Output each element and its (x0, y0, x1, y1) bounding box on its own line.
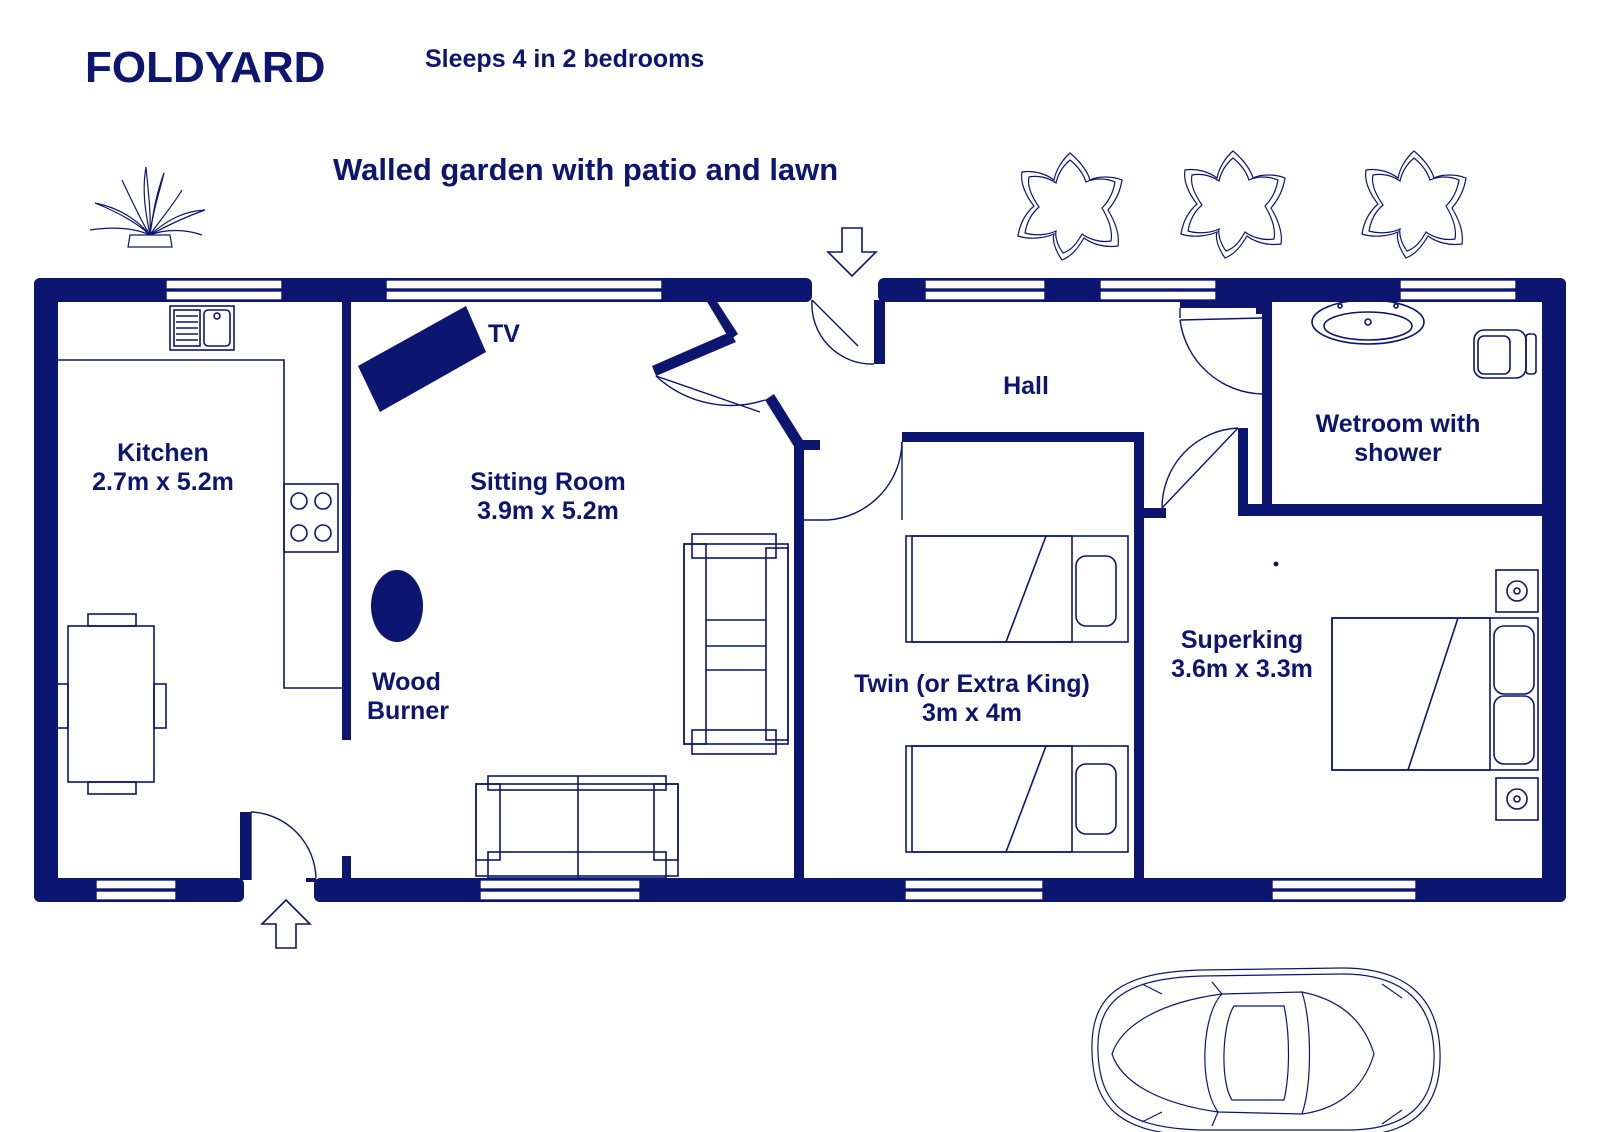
bed-icon (905, 745, 1129, 853)
kitchen-front-door (250, 811, 317, 880)
wood-burner-icon (371, 570, 423, 642)
plant-icon (89, 166, 206, 248)
wood-burner-label: Wood (372, 668, 441, 696)
front-door-top (811, 299, 875, 365)
window-top (165, 279, 1517, 301)
superking-door (1161, 427, 1239, 509)
garden-label: Walled garden with patio and lawn (333, 152, 838, 187)
table-icon (55, 613, 167, 795)
flower-icon (1017, 152, 1123, 261)
toilet-icon (1473, 329, 1537, 379)
wetroom-door (1179, 308, 1263, 395)
sink-icon (169, 305, 235, 351)
entry-arrow-icon (826, 227, 878, 278)
hall-label: Hall (1003, 372, 1049, 400)
sitting-room-label: Sitting Room (470, 468, 626, 496)
entry-arrow-icon (260, 898, 312, 949)
twin-door (804, 441, 903, 521)
kitchen-worktop (56, 359, 342, 689)
property-title: FOLDYARD (85, 43, 325, 92)
bed-icon (905, 535, 1129, 643)
bedside-lamp-icon (1495, 569, 1539, 613)
superking-size: 3.6m x 3.3m (1171, 655, 1313, 683)
tv-icon (358, 306, 486, 412)
sitting-room-door (655, 375, 766, 413)
flower-icon (1180, 150, 1286, 259)
sofa-icon (475, 775, 679, 879)
wood-burner-label: Burner (367, 697, 449, 725)
hob-icon (283, 483, 339, 553)
basin-icon (1311, 299, 1425, 345)
window-bottom (95, 879, 1417, 901)
wetroom-label: shower (1354, 439, 1442, 467)
wetroom-label: Wetroom with (1316, 410, 1481, 438)
kitchen-label: Kitchen (117, 439, 209, 467)
kitchen-size: 2.7m x 5.2m (92, 468, 234, 496)
sitting-room-size: 3.9m x 5.2m (477, 497, 619, 525)
car-icon (1091, 967, 1441, 1132)
tv-label: TV (488, 320, 520, 348)
sofa-icon (683, 533, 789, 755)
sleeps-subtitle: Sleeps 4 in 2 bedrooms (425, 45, 704, 73)
twin-room-label: Twin (or Extra King) (854, 670, 1090, 698)
light-point (1273, 561, 1279, 567)
flower-icon (1361, 150, 1467, 259)
twin-room-size: 3m x 4m (922, 699, 1022, 727)
bedside-lamp-icon (1495, 777, 1539, 821)
superking-label: Superking (1181, 626, 1303, 654)
interior-walls (240, 300, 1558, 882)
bed-icon (1331, 617, 1539, 771)
